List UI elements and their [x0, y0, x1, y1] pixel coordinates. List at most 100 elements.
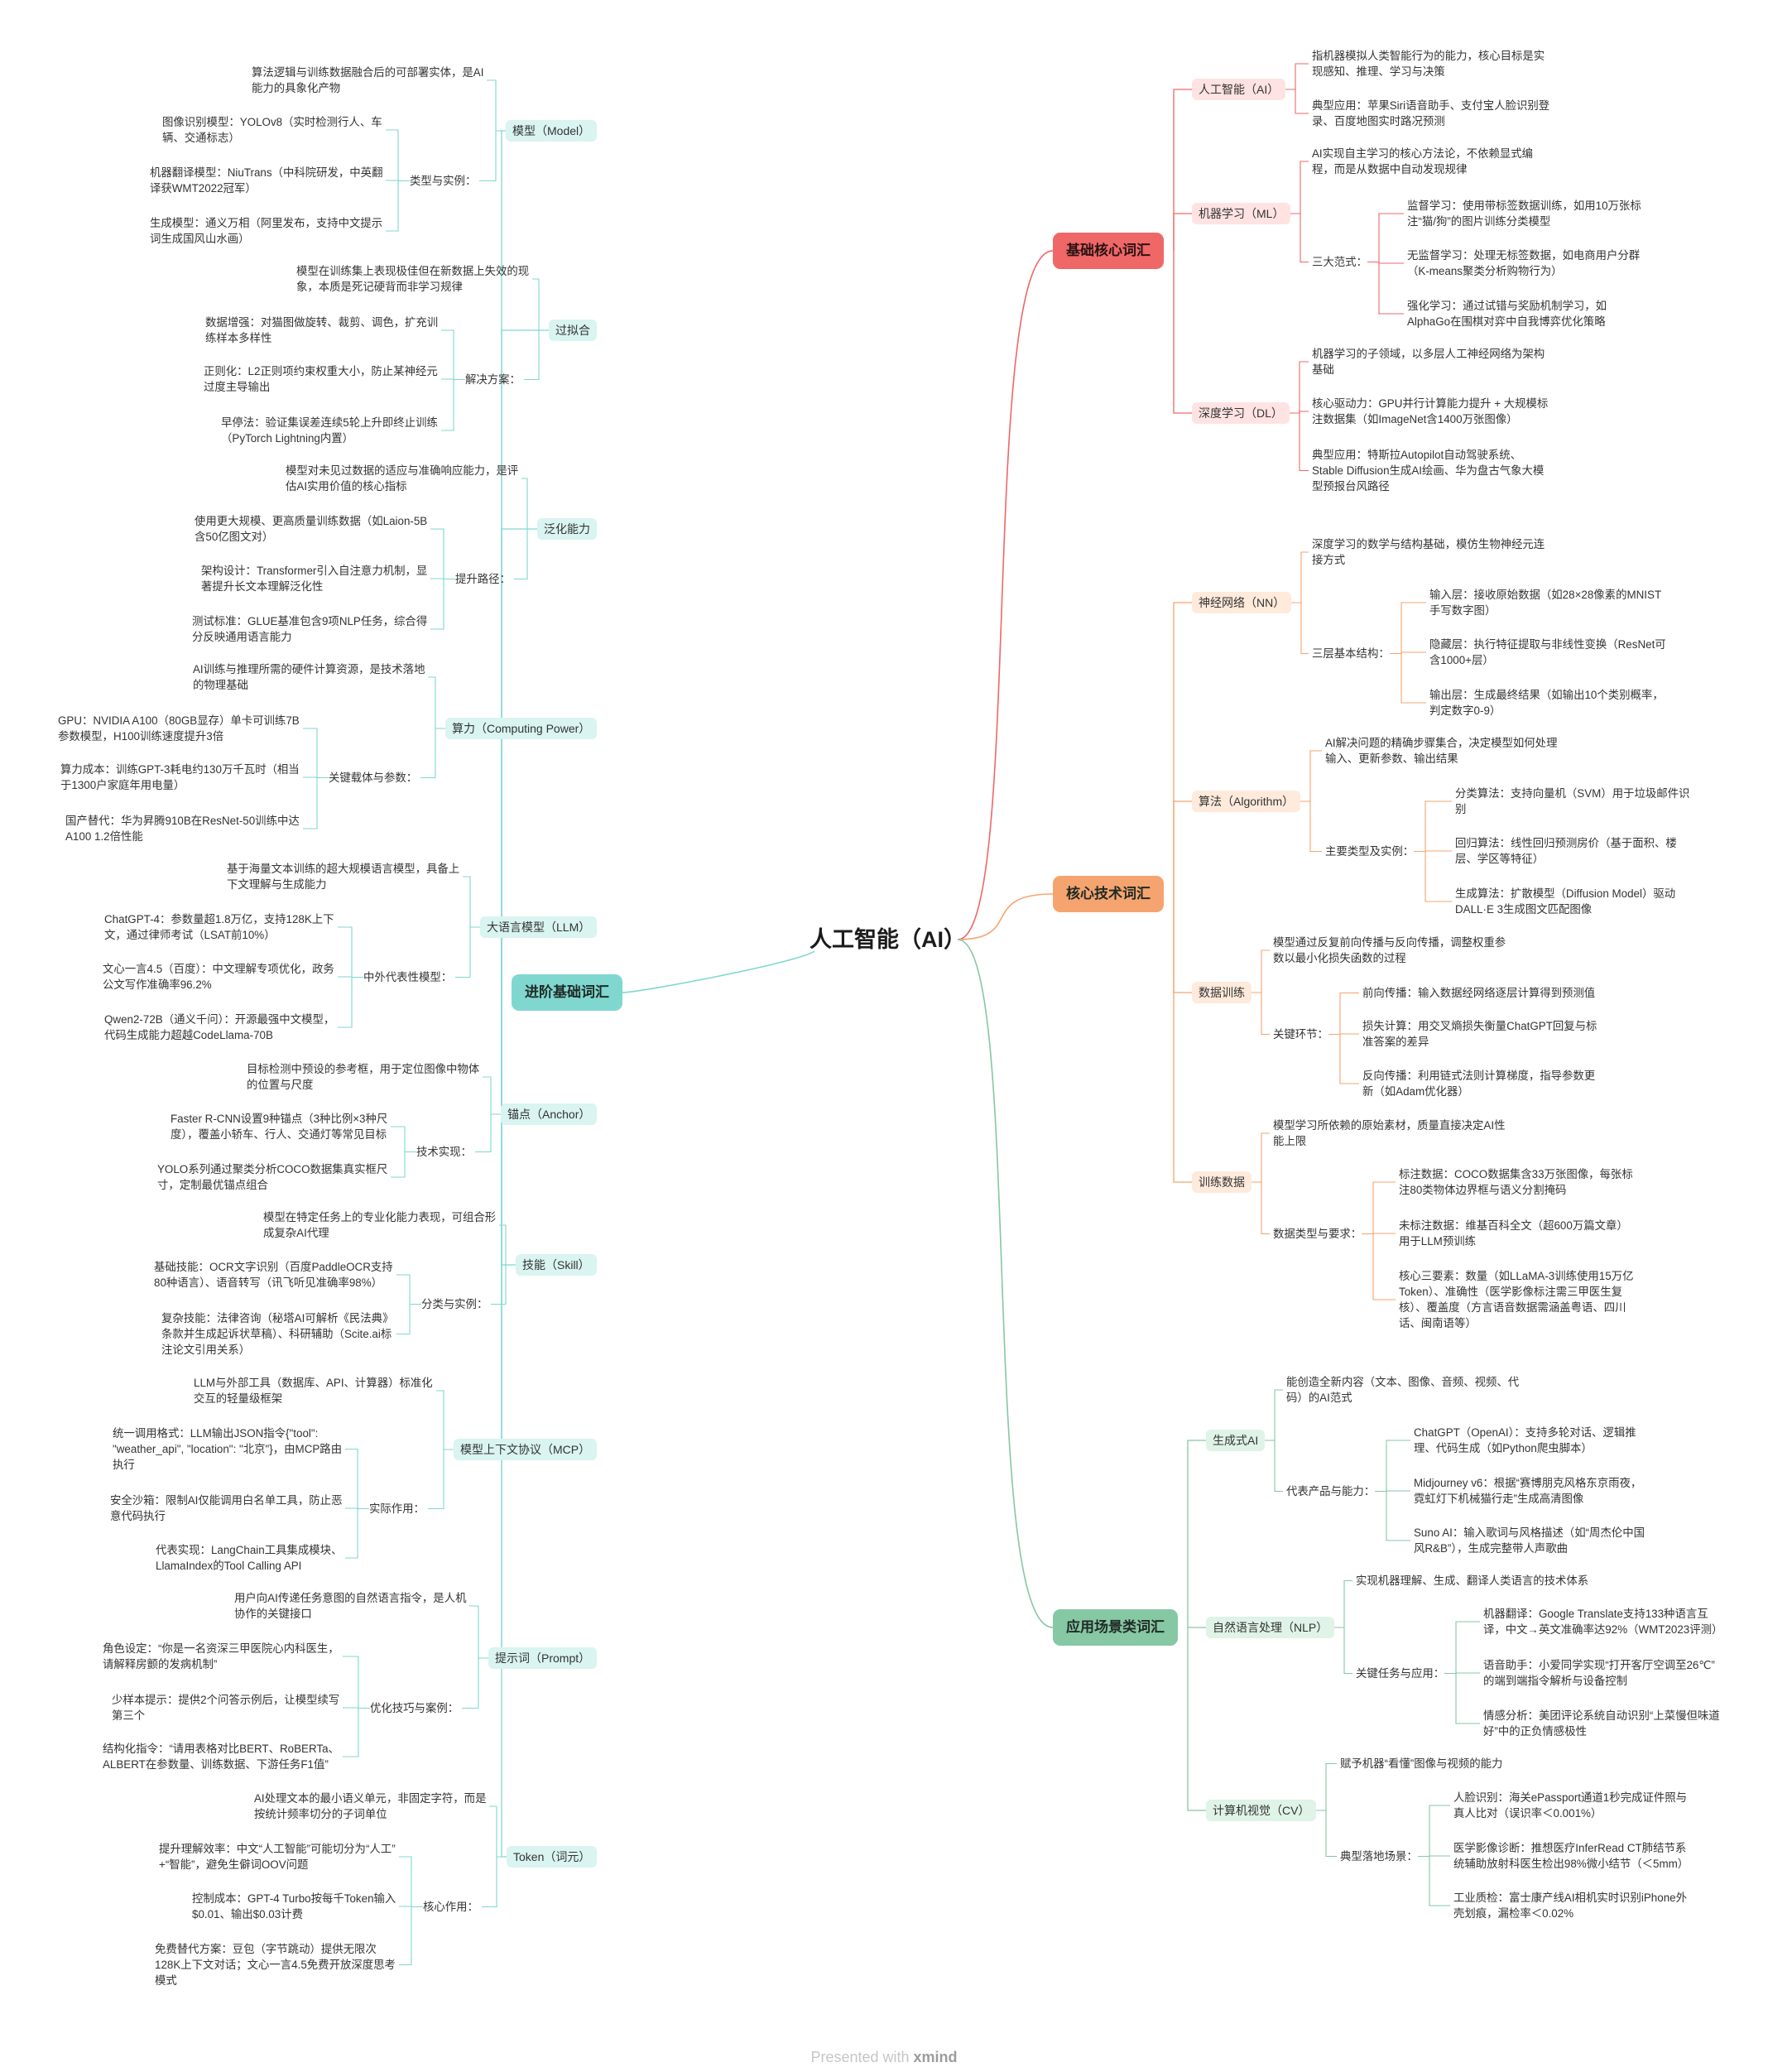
- edge-b1s0: [1173, 89, 1192, 251]
- branch-advanced-terms[interactable]: 进阶基础词汇: [512, 974, 622, 1011]
- mcp-functions: 实际作用：: [369, 1502, 425, 1515]
- cv-definition: 赋予机器“看懂”图像与视频的能力: [1340, 1757, 1503, 1770]
- edge-b4s6: [501, 993, 597, 1266]
- edge-b2s1i1d2: [1414, 850, 1452, 902]
- edge-b3s2: [1187, 1627, 1206, 1811]
- topic-anchor[interactable]: 锚点（Anchor）: [501, 1103, 598, 1125]
- genai-chatgpt: ChatGPT（OpenAI）：支持多轮对话、逻辑推 理、代码生成（如Pytho…: [1414, 1426, 1636, 1455]
- edge-b4s1i1d1: [441, 378, 465, 381]
- edge-b3s1i1d0: [1444, 1621, 1480, 1675]
- overfitting-early-stopping: 早停法：验证集误差连续5轮上升即终止训练 （PyTorch Lightning内…: [221, 416, 438, 445]
- edge-b2s2i1d0: [1328, 992, 1359, 1036]
- edge-b2s1: [1173, 800, 1192, 894]
- nlp-tasks: 关键任务与应用：: [1356, 1666, 1445, 1680]
- edge-b4s8i0: [469, 1605, 488, 1659]
- edge-b4s5i1d1: [391, 1151, 416, 1178]
- algorithm-regression: 回归算法：线性回归预测房价（基于面积、楼 层、学区等特征）: [1455, 837, 1677, 866]
- edge-b4s1i1: [524, 329, 549, 381]
- topic-prompt[interactable]: 提示词（Prompt）: [488, 1647, 598, 1669]
- edge-b4s0i1: [479, 130, 506, 182]
- topic-ai-applications: 典型应用：苹果Siri语音助手、支付宝人脸识别登 录、百度地图实时路况预测: [1312, 99, 1550, 128]
- edge-b4s7i0: [436, 1390, 454, 1450]
- topic-model[interactable]: 模型（Model）: [506, 120, 598, 142]
- cv-scenarios: 典型落地场景：: [1340, 1849, 1418, 1863]
- mcp-implementations: 代表实现：LangChain工具集成模块、 LlamaIndex的Tool Ca…: [156, 1544, 343, 1573]
- topic-llm[interactable]: 大语言模型（LLM）: [480, 916, 598, 938]
- edge-b4s0: [501, 130, 597, 993]
- edge-b4s2i0: [521, 478, 537, 530]
- edge-b4s1i1d0: [441, 329, 465, 381]
- edge-b4s7i1d1: [345, 1507, 369, 1510]
- topic-neural-network[interactable]: 神经网络（NN）: [1192, 592, 1292, 613]
- computing-carriers: 关键载体与参数：: [329, 771, 418, 784]
- branch-application-terms[interactable]: 应用场景类词汇: [1053, 1609, 1178, 1646]
- topic-generative-ai[interactable]: 生成式AI: [1206, 1430, 1266, 1451]
- edge-root-b2: [957, 893, 1054, 940]
- training-key-steps: 关键环节：: [1273, 1027, 1328, 1041]
- edge-b1s2i2: [1290, 412, 1309, 472]
- ml-reinforcement: 强化学习：通过试错与奖励机制学习，如 AlphaGo在围棋对弈中自我博弈优化策略: [1407, 300, 1607, 329]
- edge-b2s3: [1173, 894, 1192, 1183]
- model-types: 类型与实例：: [410, 174, 477, 187]
- branch-core-tech-terms[interactable]: 核心技术词汇: [1053, 876, 1164, 912]
- edge-b4s7i1d2: [345, 1507, 369, 1559]
- edge-b2s3i1d2: [1362, 1233, 1396, 1300]
- edge-b4s2i1d2: [430, 578, 455, 630]
- model-niutrans: 机器翻译模型：NiuTrans（中科院研发，中英翻 译获WMT2022冠军）: [150, 166, 383, 195]
- genai-midjourney: Midjourney v6：根据“赛博朋克风格东京雨夜， 霓虹灯下机械猫行走”生…: [1414, 1477, 1642, 1506]
- edge-b4s2i1: [514, 528, 537, 580]
- edge-root-b3: [957, 939, 1054, 1628]
- topic-skill[interactable]: 技能（Skill）: [516, 1254, 597, 1276]
- edge-b3s2i0: [1316, 1762, 1337, 1811]
- footer-prefix: Presented with: [810, 2049, 910, 2065]
- edge-b4s5i0: [483, 1076, 501, 1115]
- topic-computing-power[interactable]: 算力（Computing Power）: [445, 718, 598, 739]
- edge-b2s2i1d1: [1328, 1033, 1359, 1036]
- topic-nlp[interactable]: 自然语言处理（NLP）: [1206, 1617, 1335, 1638]
- edge-b1s2i1: [1290, 411, 1309, 414]
- nlp-translation: 机器翻译：Google Translate支持133种语言互 译，中文→英文准确…: [1483, 1608, 1723, 1637]
- topic-token[interactable]: Token（词元）: [507, 1846, 598, 1868]
- nlp-voice-assistant: 语音助手：小爱同学实现“打开客厅空调至26℃” 的端到端指令解析与设备控制: [1483, 1659, 1715, 1688]
- topic-mcp[interactable]: 模型上下文协议（MCP）: [454, 1439, 598, 1460]
- training-data-definition: 模型学习所依赖的原始素材，质量直接决定AI性 能上限: [1273, 1119, 1506, 1148]
- genai-products: 代表产品与能力：: [1286, 1484, 1376, 1498]
- root-topic[interactable]: 人工智能（AI）: [810, 927, 966, 952]
- edge-b4s0i1d2: [386, 180, 410, 232]
- token-efficiency: 提升理解效率：中文“人工智能”可能切分为“人工” +“智能”，避免生僻词OOV问…: [159, 1843, 396, 1872]
- dl-definition: 机器学习的子领域，以多层人工神经网络为架构 基础: [1312, 348, 1545, 377]
- topic-generalization[interactable]: 泛化能力: [537, 518, 597, 540]
- topic-computer-vision[interactable]: 计算机视觉（CV）: [1206, 1800, 1317, 1821]
- algorithm-definition: AI解决问题的精确步骤集合，决定模型如何处理 输入、更新参数、输出结果: [1325, 737, 1558, 766]
- edge-b4s4i1d2: [338, 976, 363, 1028]
- token-free-alternatives: 免费替代方案：豆包（字节跳动）提供无限次 128K上下文对话；文心一言4.5免费…: [155, 1942, 396, 1987]
- edge-b2s0i1d1: [1390, 651, 1426, 655]
- mcp-sandbox: 安全沙箱：限制AI仅能调用白名单工具，防止恶 意代码执行: [110, 1494, 343, 1523]
- edge-b1s1i1d2: [1367, 261, 1404, 315]
- overfitting-solutions: 解决方案：: [465, 373, 521, 386]
- edge-b4s2i1d0: [430, 528, 455, 580]
- edge-root-b1: [957, 250, 1054, 940]
- branch-basic-core-terms[interactable]: 基础核心词汇: [1053, 233, 1164, 269]
- nn-input-layer: 输入层：接收原始数据（如28×28像素的MNIST 手写数字图）: [1429, 589, 1662, 618]
- edge-b2s1i1: [1300, 800, 1322, 853]
- topic-algorithm[interactable]: 算法（Algorithm）: [1192, 791, 1301, 812]
- edge-b1s0i1: [1285, 89, 1309, 114]
- topic-deep-learning[interactable]: 深度学习（DL）: [1192, 402, 1290, 424]
- edge-b4s5i1: [475, 1113, 501, 1153]
- edge-b2s0i1: [1291, 602, 1309, 655]
- topic-training-data[interactable]: 训练数据: [1192, 1171, 1252, 1193]
- topic-ai[interactable]: 人工智能（AI）: [1192, 79, 1286, 100]
- edge-b4s7: [501, 993, 597, 1450]
- topic-machine-learning[interactable]: 机器学习（ML）: [1192, 203, 1291, 224]
- edge-b3s2i1d1: [1418, 1855, 1450, 1858]
- edge-b4s3i1: [420, 728, 445, 779]
- footer-attribution: Presented with xmind: [0, 2049, 1768, 2066]
- topic-overfitting[interactable]: 过拟合: [549, 320, 597, 341]
- topic-data-training[interactable]: 数据训练: [1192, 982, 1252, 1003]
- algorithm-types: 主要类型及实例：: [1325, 844, 1415, 858]
- edge-b3s0i0: [1265, 1389, 1283, 1441]
- skill-categories: 分类与实例：: [421, 1297, 488, 1310]
- edge-b4s4i1: [455, 926, 480, 978]
- edge-b4s8i1d1: [343, 1707, 370, 1709]
